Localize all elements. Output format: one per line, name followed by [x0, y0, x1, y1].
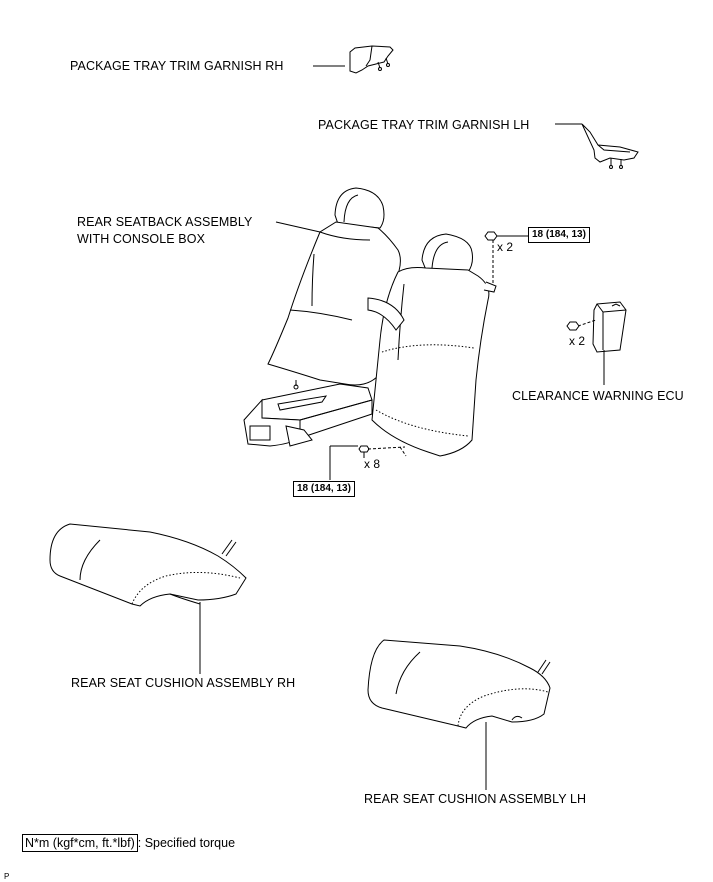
nut-quantity-ecu: x 2 [569, 334, 586, 348]
clearance-warning-ecu-part [566, 301, 627, 385]
tray-garnish-rh-part [313, 45, 394, 74]
rear-seat-cushion-lh-part [367, 639, 551, 790]
torque-legend: N*m (kgf*cm, ft.*lbf): Specified torque [22, 834, 236, 852]
seatback-label-line1: REAR SEATBACK ASSEMBLY [77, 215, 253, 229]
torque-spec-top: 18 (184, 13) [528, 227, 590, 243]
cushion-rh-label: REAR SEAT CUSHION ASSEMBLY RH [71, 676, 296, 690]
rear-seat-cushion-rh-part [49, 523, 247, 674]
tray-garnish-lh-label: PACKAGE TRAY TRIM GARNISH LH [318, 118, 530, 132]
legend-text: : Specified torque [137, 836, 236, 850]
ecu-label: CLEARANCE WARNING ECU [512, 389, 684, 403]
legend-unit-box: N*m (kgf*cm, ft.*lbf) [22, 834, 138, 852]
bolt-quantity: x 8 [364, 457, 381, 471]
cushion-lh-label: REAR SEAT CUSHION ASSEMBLY LH [364, 792, 587, 806]
corner-mark: P [4, 872, 10, 881]
tray-garnish-rh-label: PACKAGE TRAY TRIM GARNISH RH [70, 59, 284, 73]
nut-quantity-top: x 2 [497, 240, 514, 254]
seatback-label-line2: WITH CONSOLE BOX [77, 232, 206, 246]
torque-spec-bottom: 18 (184, 13) [293, 481, 355, 497]
tray-garnish-lh-part [555, 123, 639, 169]
rear-seatback-part [243, 187, 528, 480]
